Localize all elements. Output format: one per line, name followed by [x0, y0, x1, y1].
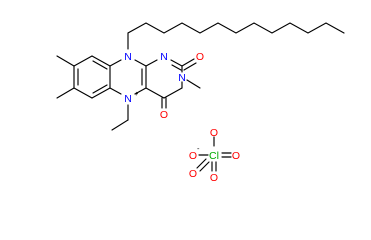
structure-canvas: N N O N O N + Cl O O - O O O — [56, 22, 345, 184]
bond — [111, 119, 129, 131]
bond — [73, 87, 93, 99]
bond — [56, 55, 75, 67]
bond — [183, 62, 197, 71]
cation-bonds — [56, 22, 345, 131]
n5-charge: + — [134, 89, 139, 98]
bond — [145, 59, 158, 67]
o-right-label: O — [232, 150, 240, 162]
bond — [91, 87, 111, 99]
o-left-label: O — [189, 168, 197, 180]
bond — [134, 59, 147, 67]
molecule-drawing: N N O N O N + Cl O O - O O O — [56, 22, 345, 184]
o-minus-label: O — [189, 150, 197, 162]
bond — [109, 87, 122, 95]
bond — [196, 158, 207, 169]
bond — [109, 59, 122, 67]
bond — [56, 87, 75, 99]
cation-atom-labels: N N O N O N + — [124, 51, 204, 121]
bond — [199, 161, 210, 172]
n3-label: N — [178, 72, 186, 84]
o-bottom-label: O — [210, 172, 218, 184]
bond — [170, 59, 183, 67]
bond — [171, 64, 182, 71]
bond — [73, 55, 93, 67]
bond — [186, 79, 201, 89]
o4-label: O — [160, 109, 168, 121]
n1-label: N — [160, 51, 168, 63]
bond — [92, 60, 108, 70]
bond — [92, 84, 108, 94]
n10-label: N — [124, 51, 132, 63]
perchlorate-bonds — [196, 136, 232, 172]
o-top-label: O — [210, 127, 218, 139]
bond — [91, 55, 111, 67]
o-minus-charge: - — [197, 144, 200, 153]
o2-label: O — [196, 51, 204, 63]
bond — [145, 87, 165, 99]
dodecyl-chain — [127, 22, 345, 50]
bond — [134, 87, 147, 95]
perchlorate-atom-labels: Cl O O - O O O — [189, 127, 240, 184]
bond — [163, 87, 183, 99]
cl-label: Cl — [209, 150, 219, 162]
n5-label: N — [124, 93, 132, 105]
bond — [181, 58, 195, 67]
